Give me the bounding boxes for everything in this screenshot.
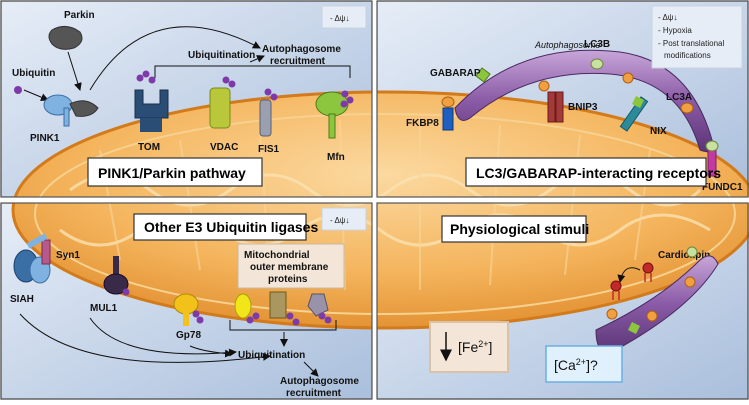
title-box-2	[465, 157, 707, 187]
stimulus-3: - Δψ↓	[330, 216, 350, 225]
title-box-1	[87, 157, 263, 187]
stimulus-2-line3: - Post translational	[658, 39, 724, 48]
autophagosome-label: Autophagosome	[534, 40, 601, 50]
divider-horizontal	[0, 197, 749, 203]
stimulus-2-line2: - Hypoxia	[658, 26, 692, 35]
fkbp8-shape	[442, 107, 454, 131]
ubiquitination-bracket	[154, 65, 351, 78]
e3-ligases-content: Other E3 Ubiquitin ligases - Δψ↓ Syn1 SI…	[10, 207, 367, 399]
vdac-shape	[209, 87, 231, 129]
iron-label: [Fe2+]	[458, 339, 492, 355]
title-box-4	[441, 215, 587, 243]
fis1-label: FIS1	[258, 144, 280, 155]
gabarap-label: GABARAP	[430, 68, 481, 79]
pink1-label: PINK1	[30, 133, 60, 144]
ubiquitination-label: Ubiquitination	[188, 50, 255, 61]
fis1-shape	[259, 99, 272, 137]
mitochondrion	[11, 90, 749, 330]
siah-label: SIAH	[10, 294, 34, 305]
bnip3-label: BNIP3	[568, 102, 598, 113]
panel-title-lc3: LC3/GABARAP-interacting receptors	[476, 165, 721, 181]
lc3-receptors-content: Autophagosome GABARAP LC3B LC3A FKBP8 BN…	[406, 5, 743, 193]
lc3a-label: LC3A	[666, 92, 692, 103]
outer-label-2: outer membrane	[250, 262, 329, 273]
stimulus-box-1	[321, 5, 367, 29]
gp78-label: Gp78	[176, 330, 201, 341]
ubiquitination-label-2: Ubiquitination	[238, 350, 305, 361]
stimulus-1: - Δψ↓	[330, 14, 350, 23]
parkin-label: Parkin	[64, 10, 95, 21]
panel-title-physiological: Physiological stimuli	[450, 221, 589, 237]
tom-label: TOM	[138, 142, 160, 153]
vdac-label: VDAC	[210, 142, 238, 153]
stimulus-box-2	[651, 5, 743, 69]
ubiquitin-label: Ubiquitin	[12, 68, 55, 79]
stimulus-2-line1: - Δψ↓	[658, 13, 678, 22]
title-box-3	[133, 213, 307, 241]
syn1-label: Syn1	[56, 250, 80, 261]
ubiquitin-dot	[14, 86, 22, 94]
autophagosome-label-1: Autophagosome	[262, 44, 341, 55]
autophagosome-label-4: recruitment	[286, 388, 342, 399]
cardiolipin-label: Cardiolipin	[658, 250, 710, 261]
physiological-content: Physiological stimuli Cardiolipin [Fe2+]…	[429, 215, 719, 383]
autophagosome-membrane	[454, 49, 714, 153]
autophagosome-label-3: Autophagosome	[280, 376, 359, 387]
parkin-shape	[48, 26, 83, 50]
bnip3-shape	[547, 91, 556, 123]
outer-label-1: Mitochondrial	[244, 250, 310, 261]
autophagosome-label-2: recruitment	[270, 56, 326, 67]
mul1-shape	[103, 273, 129, 295]
stimulus-2-line4: modifications	[664, 51, 711, 60]
calcium-box	[545, 345, 623, 383]
syn1-shape	[41, 239, 51, 265]
fkbp8-label: FKBP8	[406, 118, 439, 129]
mfn-label: Mfn	[327, 152, 345, 163]
lc3b-label: LC3B	[584, 39, 610, 50]
calcium-label: [Ca2+]?	[554, 357, 598, 373]
panel-title-pink1-parkin: PINK1/Parkin pathway	[98, 165, 246, 181]
nix-label: NIX	[650, 126, 667, 137]
outer-label-3: proteins	[268, 274, 308, 285]
iron-box	[429, 321, 509, 373]
stimulus-box-3	[321, 207, 367, 231]
mul1-label: MUL1	[90, 303, 118, 314]
pink1-parkin-content: Parkin Ubiquitin PINK1 Autophagosome rec…	[12, 5, 367, 187]
panel-title-e3: Other E3 Ubiquitin ligases	[144, 219, 318, 235]
parkin-arrow	[67, 51, 82, 91]
outer-membrane-box	[237, 243, 345, 289]
to-autophagosome-arrow	[89, 26, 261, 91]
fundc1-label: FUNDC1	[702, 182, 743, 193]
